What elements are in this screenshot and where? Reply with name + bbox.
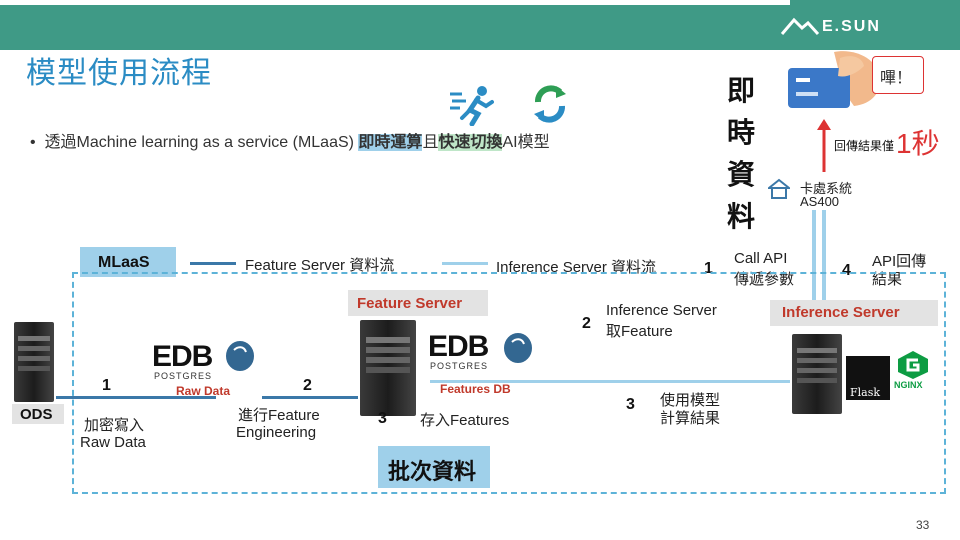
- inference-server-title: Inference Server: [782, 304, 900, 321]
- ods-label: ODS: [20, 406, 53, 423]
- step-2-realtime-line2: 取Feature: [606, 323, 673, 340]
- realtime-char: 料: [726, 201, 755, 232]
- postgres-text-feature: POSTGRES: [430, 361, 489, 371]
- feature-engineering-flow-line: [262, 396, 358, 399]
- bullet-dot: •: [30, 134, 45, 151]
- mlaas-legend-label: MLaaS: [98, 254, 150, 271]
- step-3-batch-number: 3: [378, 410, 387, 427]
- edb-logo-left: EDB: [152, 340, 213, 373]
- header-strip: [0, 0, 790, 5]
- step-2-realtime-number: 2: [582, 315, 591, 332]
- response-time: 1秒: [896, 128, 940, 159]
- feature-server-title: Feature Server: [357, 295, 463, 312]
- hand-card-icon: [788, 51, 881, 108]
- feature-flow-legend-label: Feature Server 資料流: [245, 257, 395, 274]
- postgres-elephant-icon: [502, 331, 534, 365]
- nginx-logo-icon: [898, 351, 928, 379]
- system-code: AS400: [800, 194, 840, 209]
- raw-data-label: Raw Data: [176, 384, 231, 398]
- step-1-batch-line2: Raw Data: [80, 434, 146, 451]
- batch-data-box: [378, 446, 490, 488]
- step-4-realtime-line2: 結果: [872, 271, 903, 288]
- step-1-realtime-line1: Call API: [734, 250, 788, 267]
- realtime-char: 時: [726, 117, 755, 148]
- running-person-icon: [450, 86, 494, 126]
- step-4-realtime-number: 4: [842, 262, 851, 279]
- step-1-realtime-line2: 傳遞參數: [734, 271, 795, 288]
- bullet-highlight-realtime: 即時運算: [358, 134, 423, 151]
- bullet-connector: 且: [422, 134, 439, 151]
- feature-flow-legend-line: [190, 262, 236, 265]
- step-1-batch-badge: [96, 376, 116, 396]
- edb-logo-feature: EDB: [428, 330, 489, 363]
- system-name: 卡處系統: [800, 181, 853, 196]
- inference-feature-flow-line: [430, 380, 790, 383]
- api-response-flow-line: [822, 210, 826, 304]
- step-1-batch-line1: 加密寫入: [84, 417, 145, 434]
- step-3-realtime-number: 3: [626, 396, 635, 413]
- realtime-char: 即: [726, 75, 755, 106]
- step-2-realtime-line1: Inference Server: [606, 302, 717, 319]
- step-1-realtime-number: 1: [704, 260, 713, 277]
- postgres-elephant-icon: [224, 339, 256, 373]
- bullet-highlight-switch: 快速切換: [438, 134, 503, 151]
- step-2-batch-line2: Engineering: [236, 424, 317, 441]
- response-up-arrow: [817, 119, 831, 172]
- mlaas-boundary: [72, 272, 946, 494]
- feature-server-title-box: [348, 290, 488, 316]
- inference-server-title-box: [770, 300, 938, 326]
- nginx-logo-text: NGINX: [894, 380, 923, 390]
- response-label: 回傳結果僅: [834, 139, 895, 153]
- step-4-realtime-line1: API回傳: [872, 253, 927, 270]
- page-title: 模型使用流程: [26, 57, 212, 90]
- flask-logo-text: Flask: [850, 386, 881, 399]
- inference-server-icon: [792, 334, 842, 414]
- step-2-batch-line1: 進行Feature: [238, 407, 320, 424]
- beep-callout-box: [872, 56, 924, 94]
- raw-data-flow-line: [56, 396, 216, 399]
- bullet-prefix: 透過Machine learning as a service (MLaaS): [44, 134, 359, 151]
- brand-logo-text: E.SUN: [822, 18, 881, 35]
- mountain-logo-icon: [780, 17, 820, 36]
- step-3-realtime-line1: 使用模型: [660, 392, 721, 409]
- postgres-text-left: POSTGRES: [154, 371, 213, 381]
- batch-data-label: 批次資料: [388, 459, 477, 484]
- realtime-data-label: 即 時 資 料: [726, 70, 756, 238]
- ods-server-icon: [14, 322, 54, 402]
- step-2-batch-number: 2: [303, 377, 312, 394]
- realtime-char: 資: [726, 159, 755, 190]
- bullet-suffix: AI模型: [502, 134, 550, 151]
- ods-label-box: [12, 404, 64, 424]
- inference-flow-legend-label: Inference Server 資料流: [496, 259, 657, 276]
- step-3-realtime-line2: 計算結果: [660, 410, 721, 427]
- inference-flow-legend-line: [442, 262, 488, 265]
- step-3-batch-line1: 存入Features: [420, 412, 510, 429]
- beep-callout-text: 嗶！: [880, 70, 913, 87]
- system-building-icon: [768, 178, 790, 199]
- page-number: 33: [916, 518, 930, 532]
- features-db-label: Features DB: [440, 382, 511, 396]
- call-api-flow-line: [812, 210, 816, 304]
- switch-arrows-icon: [534, 85, 566, 123]
- step-1-batch-number: 1: [102, 377, 111, 394]
- bullet-text: • 透過Machine learning as a service (MLaaS…: [30, 128, 550, 152]
- flask-logo-box: [846, 356, 890, 400]
- feature-server-icon: [360, 320, 416, 416]
